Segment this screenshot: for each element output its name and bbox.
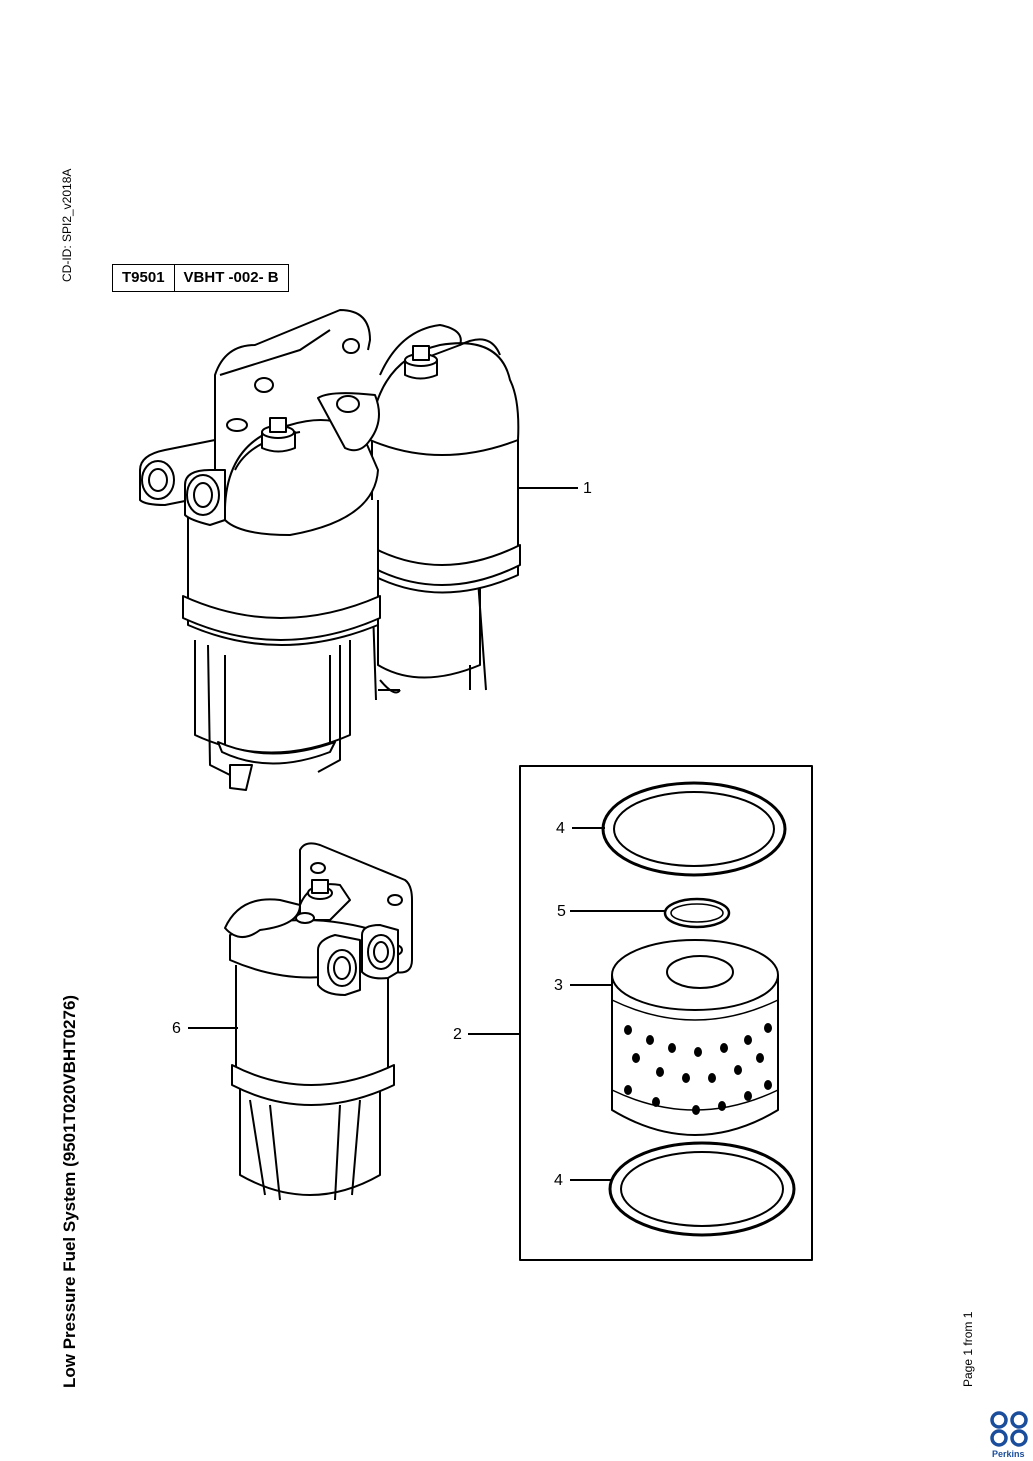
reference-drawing: VBHT -002- B [173,265,288,291]
perkins-logo-icon [990,1411,1028,1447]
seal-ring-top [601,781,787,877]
brand-name: Perkins [992,1449,1025,1459]
reference-code: T9501 [122,269,165,286]
callout-4-top: 4 [556,820,565,837]
callout-6: 6 [172,1020,181,1037]
callout-2: 2 [453,1026,462,1043]
o-ring [663,897,731,929]
seal-ring-bottom [608,1141,796,1237]
filter-element [611,939,779,1136]
reference-box: T9501 VBHT -002- B [112,264,289,292]
twin-filter-assembly [139,309,521,791]
callout-4-bottom: 4 [554,1172,563,1189]
callout-3: 3 [554,977,563,994]
single-filter-assembly [224,842,413,1201]
callout-5: 5 [557,903,566,920]
callout-1: 1 [583,480,592,497]
